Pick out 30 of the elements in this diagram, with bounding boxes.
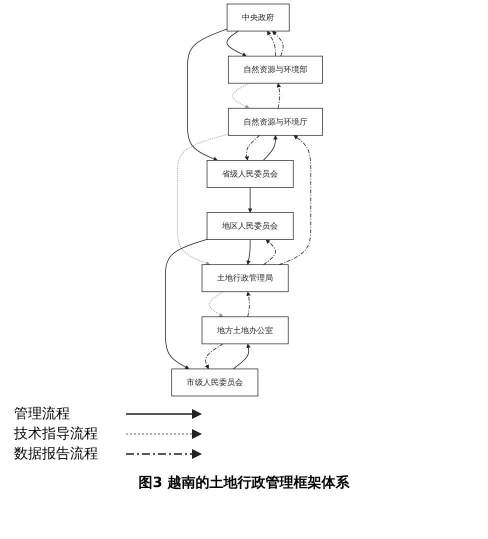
caption: 图3 越南的土地行政管理框架体系 (138, 474, 350, 492)
arrow (226, 30, 247, 56)
arrow (266, 30, 276, 57)
arrow (248, 187, 252, 213)
legend-text: 数据报告流程 (14, 445, 99, 463)
node-box: 省级人民委员会 (206, 160, 294, 188)
arrow (232, 82, 250, 108)
arrow (208, 291, 224, 317)
node-box: 自然资源与环境部 (228, 56, 323, 84)
node-box: 地方土地办公室 (202, 316, 289, 344)
arrow (278, 135, 312, 266)
arrow (272, 30, 284, 57)
node-box: 中央政府 (226, 4, 290, 32)
arrow (262, 135, 278, 161)
node-box: 自然资源与环境厅 (228, 108, 323, 136)
arrow (204, 343, 224, 370)
arrow (187, 28, 228, 161)
legend-text: 技术指导流程 (14, 425, 99, 443)
node-box: 地区人民委员会 (206, 212, 294, 240)
arrow (246, 239, 251, 265)
arrow (232, 344, 251, 370)
arrow (177, 134, 229, 266)
arrow (246, 292, 251, 318)
arrow (276, 83, 281, 109)
legend-text: 管理流程 (14, 405, 71, 423)
arrow (263, 239, 276, 266)
node-box: 土地行政管理局 (202, 264, 289, 292)
arrow (165, 238, 208, 370)
arrow (244, 134, 260, 161)
node-box: 市级人民委员会 (171, 368, 258, 396)
